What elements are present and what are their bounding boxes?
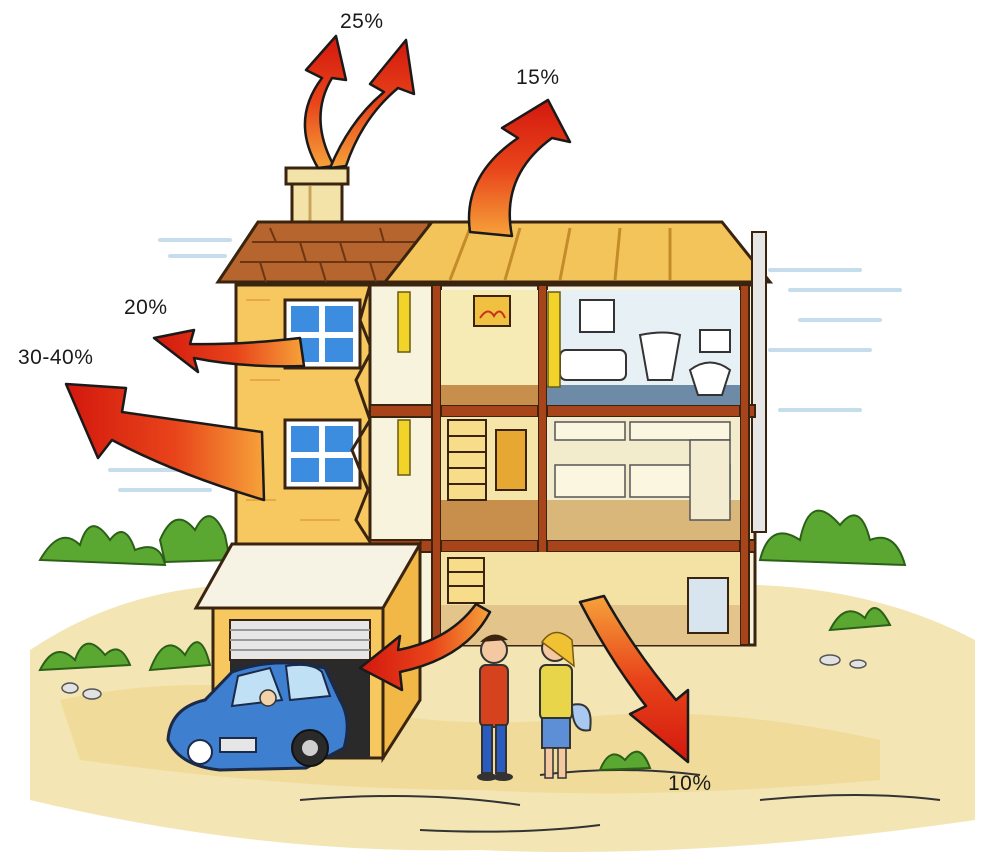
bathroom-fixtures: [559, 299, 732, 396]
car: [166, 661, 349, 772]
vent-pipe: [751, 231, 767, 533]
sky-strokes: [108, 238, 902, 492]
arrow-chimney-left: [303, 34, 348, 170]
arrow-floor: [578, 594, 690, 764]
roof-beams: [448, 227, 672, 281]
roof-heat-loss-label: 15%: [516, 66, 560, 89]
arrow-chimney-right: [328, 38, 416, 170]
arrow-roof: [467, 98, 572, 238]
walls-heat-loss-label: 30-40%: [18, 346, 94, 369]
window-lower: [283, 418, 362, 490]
roof-tiles: [240, 227, 424, 283]
windows-heat-loss-label: 20%: [124, 296, 168, 319]
boiler: [687, 577, 729, 634]
staircase: [447, 419, 527, 604]
arrow-walls: [64, 382, 266, 502]
arrow-garage: [358, 602, 492, 692]
chimney-heat-loss-label: 25%: [340, 10, 384, 33]
arrow-windows: [152, 328, 306, 374]
stones: [61, 654, 867, 700]
bushes: [38, 509, 907, 772]
cutaway-roof: [381, 220, 774, 284]
kitchen-cabinets: [554, 421, 731, 521]
woman: [539, 631, 592, 779]
tiled-roof: [215, 220, 433, 284]
curtains: [397, 291, 561, 476]
man: [477, 634, 513, 781]
floor-heat-loss-label: 10%: [668, 772, 712, 795]
picture-frame: [473, 295, 511, 327]
